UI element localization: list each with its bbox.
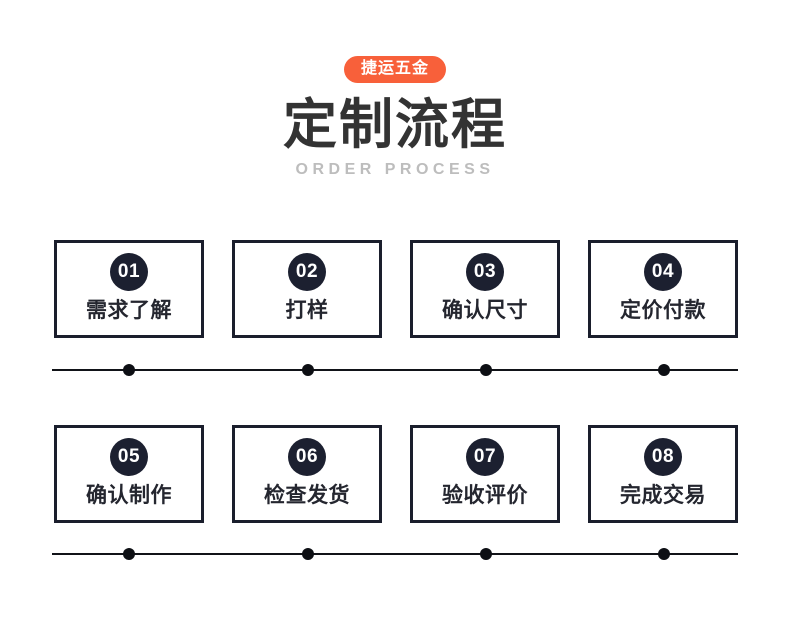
step-number-badge: 05 [110, 438, 148, 476]
connector-dot-07 [480, 548, 492, 560]
step-number-badge: 03 [466, 253, 504, 291]
brand-badge: 捷运五金 [343, 56, 446, 83]
step-number-badge: 01 [110, 253, 148, 291]
connector-dot-02 [302, 364, 314, 376]
step-label: 定价付款 [620, 299, 706, 322]
step-box-03[interactable]: 03 确认尺寸 [410, 240, 560, 338]
step-number-badge: 04 [644, 253, 682, 291]
connector-dot-03 [480, 364, 492, 376]
step-box-06[interactable]: 06 检查发货 [232, 425, 382, 523]
process-row-1: 01 需求了解 02 打样 03 确认尺寸 04 定价付款 [54, 240, 738, 338]
step-label: 检查发货 [264, 484, 350, 507]
connector-line [52, 553, 738, 555]
step-box-07[interactable]: 07 验收评价 [410, 425, 560, 523]
step-label: 完成交易 [620, 484, 706, 507]
step-label: 确认尺寸 [442, 299, 528, 322]
process-row-2: 05 确认制作 06 检查发货 07 验收评价 08 完成交易 [54, 425, 738, 523]
page-subtitle: ORDER PROCESS [295, 161, 495, 178]
step-number-badge: 08 [644, 438, 682, 476]
connector-line-row-2 [52, 548, 738, 560]
connector-dot-01 [123, 364, 135, 376]
step-box-02[interactable]: 02 打样 [232, 240, 382, 338]
step-box-05[interactable]: 05 确认制作 [54, 425, 204, 523]
connector-line-row-1 [52, 364, 738, 376]
connector-dot-06 [302, 548, 314, 560]
step-box-04[interactable]: 04 定价付款 [588, 240, 738, 338]
header: 捷运五金 定制流程 ORDER PROCESS [0, 0, 790, 179]
step-box-01[interactable]: 01 需求了解 [54, 240, 204, 338]
step-label: 需求了解 [86, 299, 172, 322]
step-box-08[interactable]: 08 完成交易 [588, 425, 738, 523]
step-number-badge: 06 [288, 438, 326, 476]
page-title: 定制流程 [283, 95, 507, 155]
connector-dot-05 [123, 548, 135, 560]
step-number-badge: 02 [288, 253, 326, 291]
step-label: 确认制作 [86, 484, 172, 507]
step-label: 打样 [285, 299, 329, 322]
step-number-badge: 07 [466, 438, 504, 476]
connector-dot-04 [658, 364, 670, 376]
connector-dot-08 [658, 548, 670, 560]
step-label: 验收评价 [442, 484, 528, 507]
connector-line [52, 369, 738, 371]
